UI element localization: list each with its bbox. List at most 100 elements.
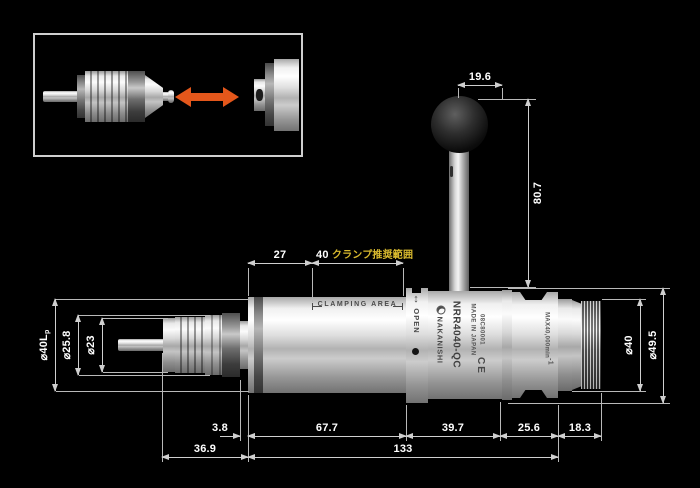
test-bar-shaft [118, 339, 164, 351]
dim-chuck-dia-label: ⌀25.8 [61, 330, 73, 360]
ext-line [601, 393, 602, 441]
clamping-area-right-tick [402, 303, 403, 310]
dim-body-len-line [247, 453, 559, 460]
toolholder-shaft [43, 91, 77, 102]
dim-chuck-front-dia-label: ⌀23 [85, 335, 97, 355]
dim-body-len-label: 133 [393, 443, 413, 455]
dim-chuck-front-dia-line [98, 317, 105, 373]
ext-line [602, 299, 646, 300]
collar-lock-dot [412, 348, 419, 355]
labeled-section [428, 291, 502, 399]
dim-thread-len-line [557, 432, 602, 439]
origin-marking: MADE IN JAPAN [469, 303, 476, 356]
spindle-nose-ring [265, 63, 274, 126]
dim-thread-len-label: 18.3 [568, 422, 592, 434]
rear-mount-section [512, 292, 558, 398]
lever-stem-slot [450, 166, 453, 177]
dim-front-clamp-offset-line [247, 259, 313, 266]
clamp-range-value: 40 [316, 249, 329, 261]
brand-text: NAKANISHI [435, 316, 445, 364]
clamping-area-left-line [313, 306, 322, 307]
ext-line [248, 268, 249, 296]
dim-clamp-range-line [311, 259, 404, 266]
dim-lever-height-label: 80.7 [532, 181, 544, 205]
brand-marking: NAKANISHI [435, 302, 446, 368]
dim-front-outer-dia-line [51, 298, 58, 392]
dim-mid-len-label: 39.7 [441, 422, 465, 434]
ext-line [103, 372, 168, 373]
dim-flange-gap-line-left [220, 432, 241, 439]
toolholder-front-ring [77, 75, 85, 118]
dim-front-assembly-len-label: 36.9 [193, 443, 217, 455]
dim-front-outer-dia-label: ⌀40Lp [38, 329, 51, 361]
clamp-collar [406, 288, 428, 403]
chuck-rear-rings [205, 315, 222, 375]
ext-line [470, 287, 536, 288]
rear-thread [581, 301, 601, 389]
clamping-area-left-tick [312, 303, 313, 310]
dim-front-body-len-label: 67.7 [315, 422, 339, 434]
serial-marking: 08C80001 [478, 314, 485, 345]
rear-chamfer [572, 300, 581, 390]
ce-marking: CE [475, 357, 486, 375]
dim-rear-thread-dia-line [636, 298, 643, 392]
dim-front-assembly-len-line [161, 453, 249, 460]
ext-line [240, 380, 241, 441]
ext-line [478, 99, 536, 100]
toolholder-pull-stud [163, 92, 168, 101]
ext-line [56, 299, 249, 300]
dim-clamp-range-label: 40 クランプ推奨範囲 [316, 249, 476, 261]
clamping-area-label: CLAMPING AREA [317, 301, 398, 308]
ext-line [508, 403, 670, 404]
toolholder-hex-nut [128, 71, 145, 122]
mount-notch-bottom [520, 390, 547, 398]
ext-line [103, 318, 168, 319]
dim-chuck-dia-line [74, 314, 81, 376]
lever-ball-knob [431, 96, 488, 153]
dim-flange-gap-label: 3.8 [212, 422, 228, 434]
clamp-range-text: クランプ推奨範囲 [331, 250, 414, 261]
dim-front-clamp-offset-label: 27 [273, 249, 287, 261]
collar-index-notch [412, 288, 421, 293]
quick-change-inset-panel [33, 33, 303, 157]
quick-change-arrow-icon [175, 87, 239, 107]
lever-stem [449, 150, 469, 291]
ext-line [403, 268, 404, 296]
chuck-hex-nut [222, 313, 240, 377]
ext-line [508, 288, 670, 289]
clamping-area-right-line [393, 306, 402, 307]
toolholder-taper-cone [145, 75, 163, 118]
dim-front-body-len-line [247, 432, 407, 439]
rear-ring [502, 290, 512, 400]
toolholder-pull-stud-tip [168, 90, 174, 103]
chuck-grooved-body [175, 317, 205, 373]
toolholder-chuck-body [85, 71, 128, 122]
dim-knob-offset-label: 19.6 [468, 71, 492, 83]
ext-line [500, 402, 501, 441]
dim-mid-len-line [405, 432, 501, 439]
max-speed-marking: MAX40,000min-1 [543, 312, 554, 365]
model-marking: NRR4040-QC [450, 300, 462, 369]
ext-line [312, 268, 313, 302]
rear-step-ring [558, 299, 572, 391]
dim-knob-offset-line [457, 81, 503, 88]
mount-notch-top [520, 292, 547, 300]
spindle-nose-body [274, 59, 299, 131]
dim-rear-thread-dia-label: ⌀40 [623, 335, 635, 355]
ext-line [56, 391, 249, 392]
ext-line [162, 353, 163, 462]
ext-line [502, 88, 503, 100]
open-label: OPEN [412, 308, 421, 334]
ext-line [79, 375, 210, 376]
dim-rear-len-line [499, 432, 559, 439]
spacer-collar [240, 321, 248, 369]
ext-line [406, 405, 407, 441]
ext-line [248, 395, 249, 462]
ext-line [79, 315, 210, 316]
dim-max-body-dia-line [659, 287, 666, 404]
dim-rear-len-label: 25.6 [517, 422, 541, 434]
chuck-front-cap [163, 318, 175, 372]
open-direction-arrow-icon: ↕ [413, 293, 419, 305]
ext-line [572, 391, 646, 392]
